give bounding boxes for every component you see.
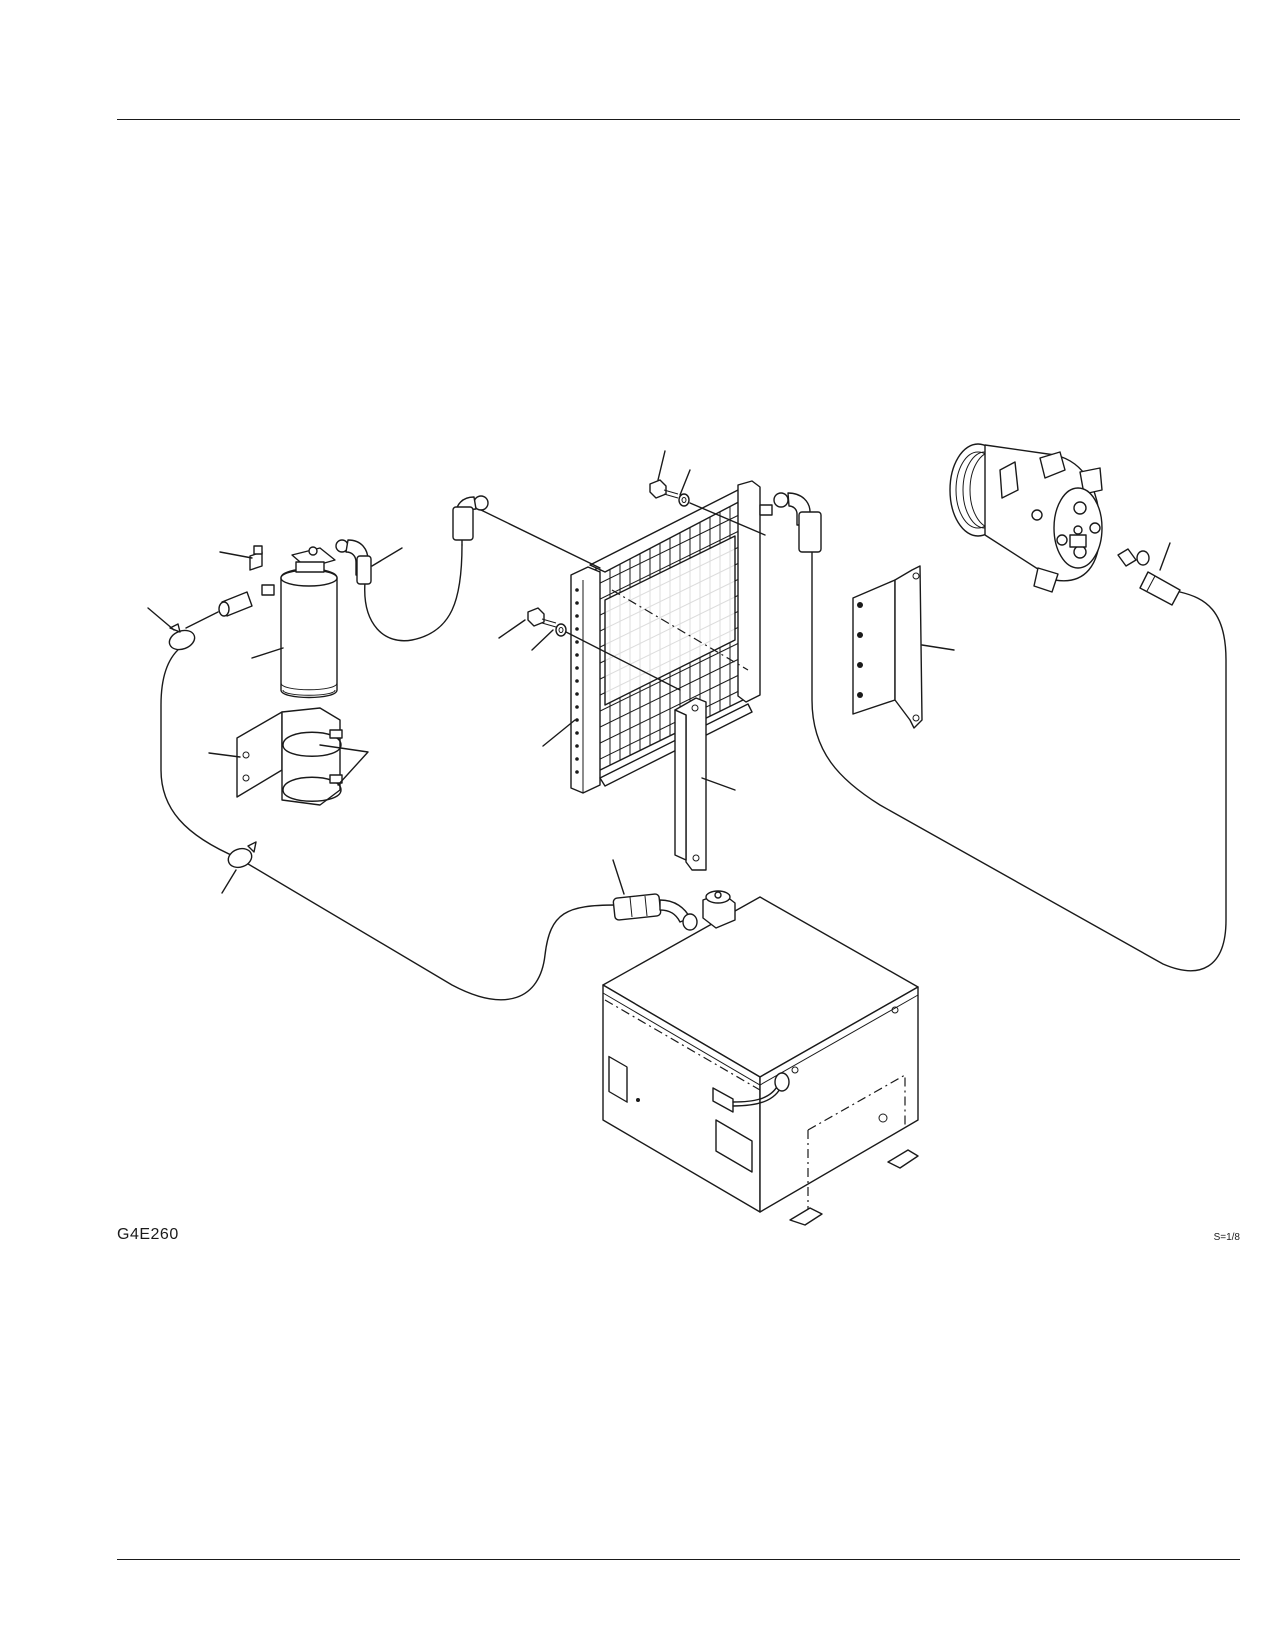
compressor-hose-fitting (1117, 548, 1181, 606)
bolt-upper (649, 479, 679, 499)
figure-code: G4E260 (117, 1226, 179, 1243)
washer-upper (678, 493, 690, 507)
condenser (570, 480, 773, 794)
compressor (949, 443, 1103, 593)
hose-clamp-upper (168, 623, 196, 651)
washer-lower (555, 623, 567, 637)
drier-bracket (236, 707, 343, 806)
elbow-hose-drier (452, 495, 489, 541)
condenser-bracket-left (674, 697, 707, 871)
evaporator-hose-fitting (612, 893, 698, 931)
footer-rule (117, 1559, 1240, 1560)
leader-lines (147, 450, 1171, 895)
scale-label: S=1/8 (1213, 1232, 1240, 1243)
condenser-bracket-right (852, 565, 923, 729)
condenser-outlet-fitting (773, 492, 822, 553)
header-rule (117, 119, 1240, 120)
evaporator-unit (602, 890, 919, 1226)
refrigerant-hoses (160, 524, 1227, 1001)
receiver-drier (218, 539, 372, 699)
bolt-lower (527, 607, 557, 628)
hose-clamp-lower (227, 841, 257, 869)
